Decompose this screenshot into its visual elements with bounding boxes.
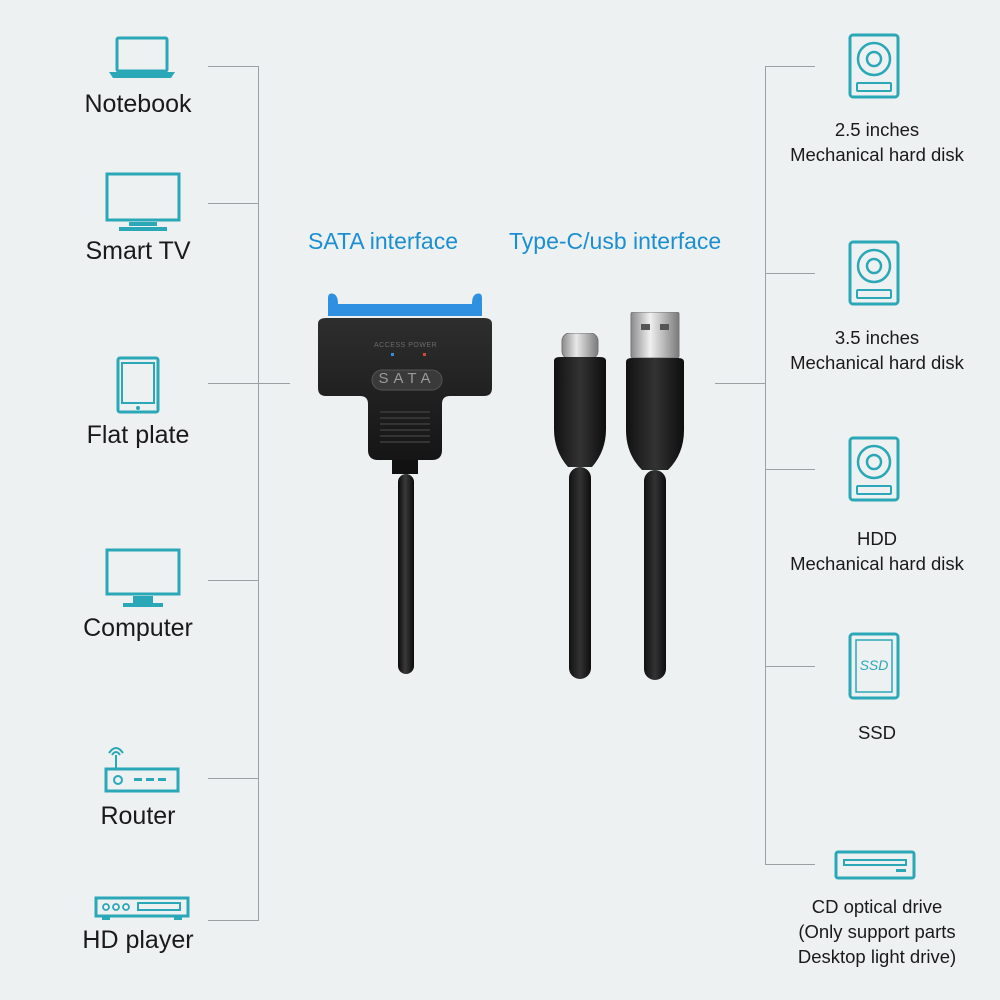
right-tick-35 xyxy=(765,273,815,274)
device-label-smart-tv: Smart TV xyxy=(85,237,191,265)
right-tick-25 xyxy=(765,66,815,67)
hard-disk-icon xyxy=(848,240,900,306)
right-bracket-line xyxy=(765,66,766,864)
device-label-hd-player: HD player xyxy=(82,926,194,954)
optical-drive-icon xyxy=(834,850,916,880)
left-link-to-sata xyxy=(258,383,290,384)
device-label-ssd: SSD xyxy=(857,722,897,743)
ssd-icon-text: SSD xyxy=(859,657,889,673)
device-label-router: Router xyxy=(100,802,176,830)
device-label-cd-drive: CD optical drive (Only support parts Des… xyxy=(797,896,957,967)
device-label-flat-plate: Flat plate xyxy=(86,421,190,449)
left-tick-tv xyxy=(208,203,258,204)
ssd-icon xyxy=(848,632,900,700)
left-bracket-line xyxy=(258,66,259,921)
device-label-hdd: HDD Mechanical hard disk xyxy=(790,528,964,574)
router-icon xyxy=(104,745,180,795)
hard-disk-icon xyxy=(848,33,900,99)
monitor-icon xyxy=(105,548,181,610)
right-tick-hdd xyxy=(765,469,815,470)
adapter-sata-label: SATA xyxy=(378,370,436,387)
device-label-35-inch-disk: 3.5 inches Mechanical hard disk xyxy=(790,327,964,373)
tablet-icon xyxy=(116,356,160,414)
sata-adapter xyxy=(310,290,500,685)
device-label-computer: Computer xyxy=(83,614,193,642)
right-tick-cd xyxy=(765,864,815,865)
type-c-usb-interface-heading: Type-C/usb interface xyxy=(509,228,722,254)
left-tick-router xyxy=(208,778,258,779)
adapter-small-label: ACCESS POWER xyxy=(374,342,438,349)
left-tick-notebook xyxy=(208,66,258,67)
left-tick-computer xyxy=(208,580,258,581)
tv-icon xyxy=(105,172,181,234)
type-c-connector xyxy=(552,332,608,688)
hd-player-icon xyxy=(94,896,190,922)
sata-interface-heading: SATA interface xyxy=(308,228,458,254)
right-tick-ssd xyxy=(765,666,815,667)
device-label-notebook: Notebook xyxy=(84,90,192,118)
right-link-to-usb xyxy=(715,383,765,384)
device-label-25-inch-disk: 2.5 inches Mechanical hard disk xyxy=(790,119,964,165)
left-tick-tablet xyxy=(208,383,258,384)
left-tick-hdplayer xyxy=(208,920,258,921)
usb-a-connector xyxy=(624,311,686,689)
laptop-icon xyxy=(107,36,177,80)
hard-disk-icon xyxy=(848,436,900,502)
